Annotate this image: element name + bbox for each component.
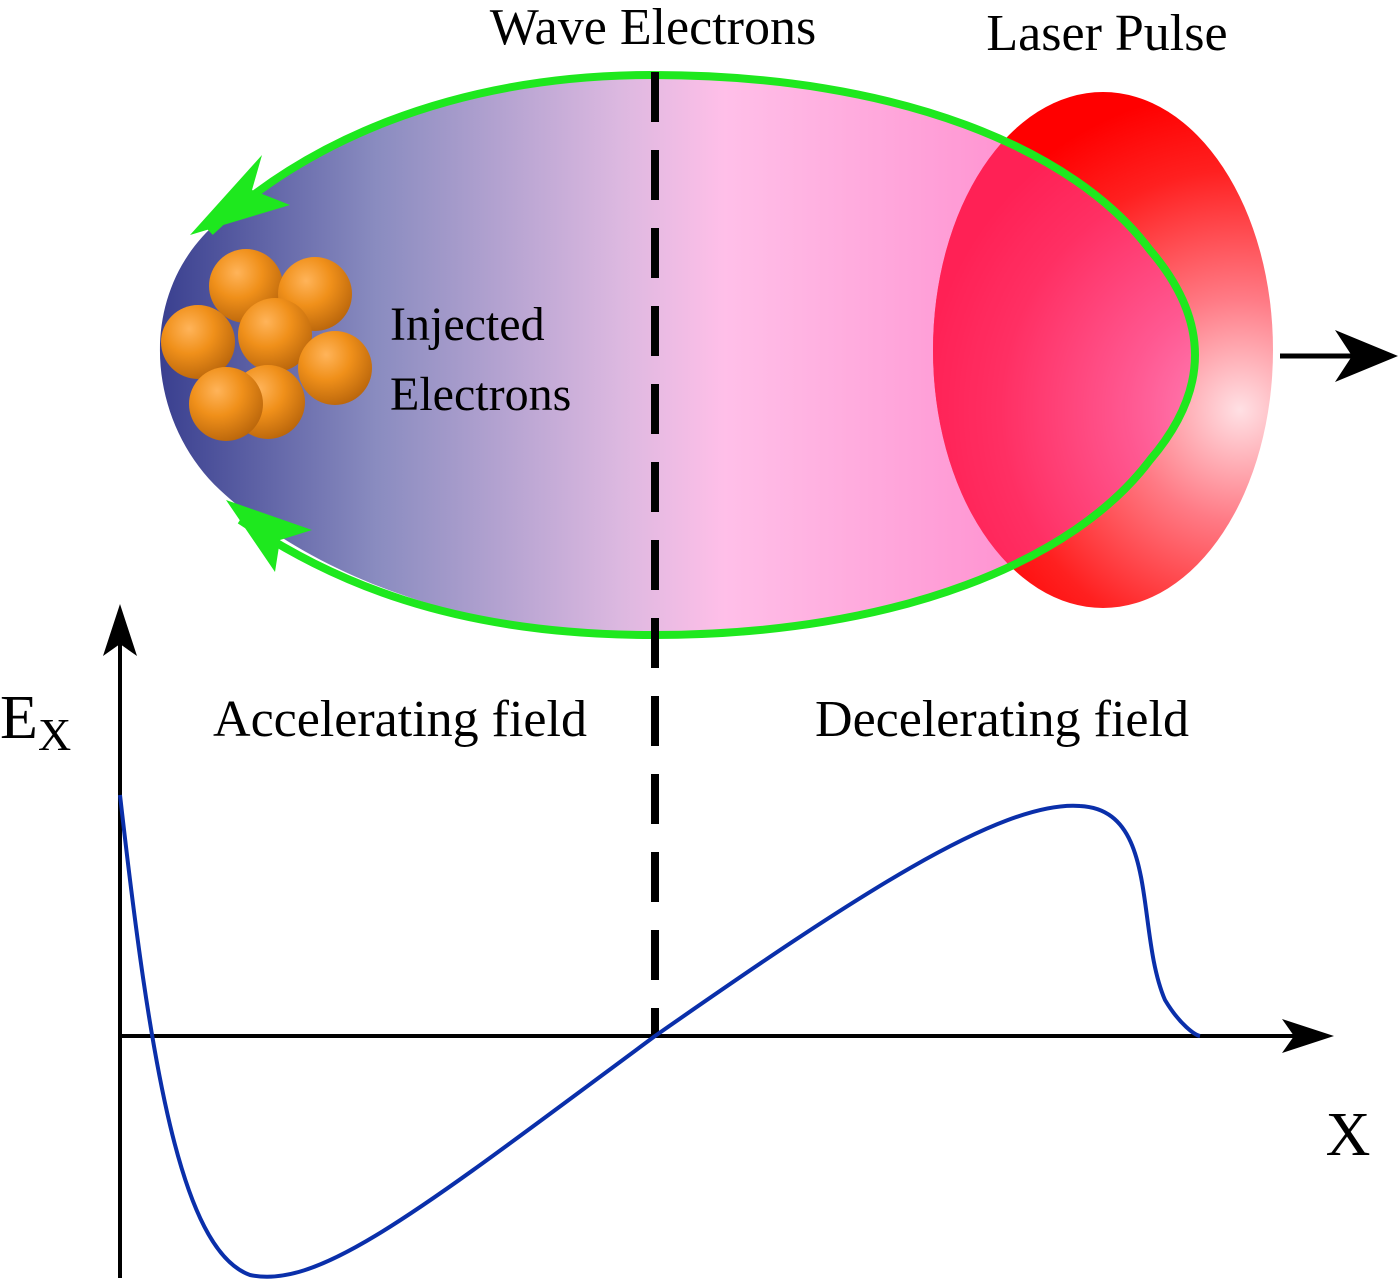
electron-icon — [189, 367, 263, 441]
x-axis-label: X — [1326, 1101, 1371, 1169]
lower-arrowhead-icon — [226, 500, 312, 572]
electron-icon — [238, 298, 312, 372]
upper-arrowhead-icon — [190, 155, 290, 235]
injected-label-line1: Injected — [390, 298, 545, 351]
y-axis-label-subscript: X — [38, 709, 71, 760]
y-axis-arrowhead-icon — [103, 604, 137, 656]
propagation-arrow-icon — [1280, 330, 1398, 382]
accelerating-field-label: Accelerating field — [213, 691, 587, 748]
electron-icon — [298, 331, 372, 405]
axes — [103, 604, 1334, 1278]
injected-label-line2: Electrons — [390, 368, 571, 421]
laser-pulse-label: Laser Pulse — [986, 5, 1227, 62]
electron-bunch — [161, 249, 372, 441]
y-axis-label: E — [0, 684, 38, 752]
x-axis-arrowhead-icon — [1282, 1019, 1334, 1053]
electron-icon — [161, 305, 235, 379]
plasma-bubble — [159, 75, 1195, 635]
field-curve — [118, 794, 1201, 1279]
wave-electrons-label: Wave Electrons — [490, 0, 816, 56]
wave-electron-trajectory — [207, 70, 1199, 640]
decelerating-field-label: Decelerating field — [815, 691, 1189, 748]
